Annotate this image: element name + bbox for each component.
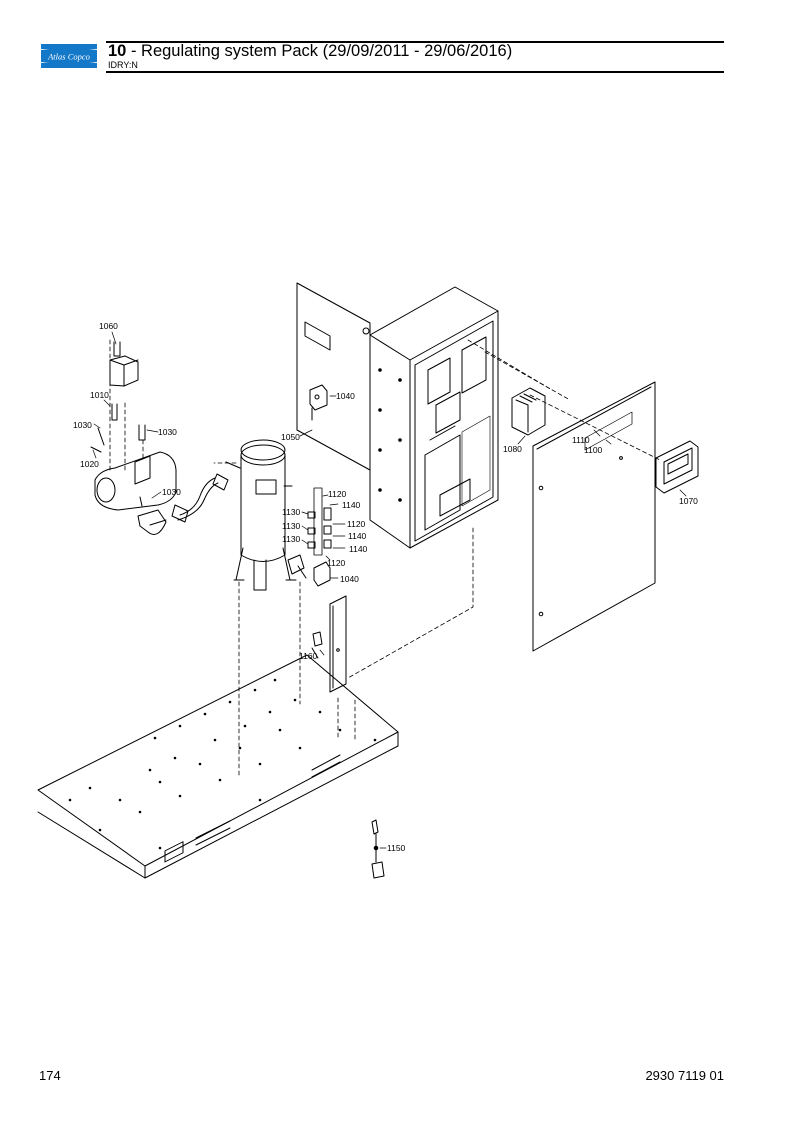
callout-1160: 1160 <box>299 651 318 661</box>
cable-1150 <box>371 819 385 879</box>
cabinet <box>369 286 499 549</box>
page-subtitle: IDRY:N <box>108 60 138 70</box>
callout-1130-a: 1130 <box>282 507 301 517</box>
callout-1040-b: 1040 <box>340 574 359 584</box>
callout-1140-a: 1140 <box>342 500 361 510</box>
callout-1070: 1070 <box>679 496 698 506</box>
callout-1130-b: 1130 <box>282 521 301 531</box>
callout-1140-b: 1140 <box>348 531 367 541</box>
base-plate-holes <box>68 678 377 850</box>
callout-labels: 1060 1010 1030 1030 1020 1030 1040 1050 … <box>73 321 698 853</box>
bracket-1160 <box>311 595 347 693</box>
callout-1150: 1150 <box>387 843 406 853</box>
callout-1140-c: 1140 <box>349 544 368 554</box>
section-number: 10 <box>108 42 127 60</box>
section-title: - Regulating system Pack (29/09/2011 - 2… <box>126 42 513 60</box>
hose <box>171 473 229 523</box>
leader-lines <box>92 331 687 849</box>
header-rule-top <box>106 41 724 43</box>
document-number: 2930 7119 01 <box>645 1068 724 1083</box>
page-number: 174 <box>39 1068 61 1083</box>
fittings-1120-1140 <box>307 487 332 556</box>
callout-1030-b: 1030 <box>158 427 177 437</box>
callout-1020: 1020 <box>80 459 99 469</box>
callout-1120-c: 1120 <box>327 558 346 568</box>
module-1080 <box>511 387 546 436</box>
page-title: 10 - Regulating system Pack (29/09/2011 … <box>108 42 512 61</box>
callout-1010: 1010 <box>90 390 109 400</box>
callout-1080: 1080 <box>503 444 522 454</box>
callout-1120-b: 1120 <box>347 519 366 529</box>
atlas-copco-logo: Atlas Copco <box>41 44 97 68</box>
rear-panel <box>296 282 371 471</box>
callout-1100: 1100 <box>584 445 603 455</box>
base-plate <box>37 654 399 879</box>
logo-text: Atlas Copco <box>47 52 90 62</box>
filter-vessel <box>225 439 297 591</box>
cabinet-door <box>532 381 656 652</box>
callout-1120-a: 1120 <box>328 489 347 499</box>
callout-1040-a: 1040 <box>336 391 355 401</box>
callout-1030-c: 1030 <box>162 487 181 497</box>
callout-1130-c: 1130 <box>282 534 301 544</box>
callout-1030-a: 1030 <box>73 420 92 430</box>
callout-1110: 1110 <box>572 435 590 445</box>
controller-display-1070 <box>655 440 699 494</box>
callout-1050: 1050 <box>281 432 300 442</box>
callout-1060: 1060 <box>99 321 118 331</box>
connectors-1040-1050 <box>287 384 331 587</box>
valve-assembly <box>90 341 177 535</box>
header-rule-bottom <box>106 71 724 73</box>
